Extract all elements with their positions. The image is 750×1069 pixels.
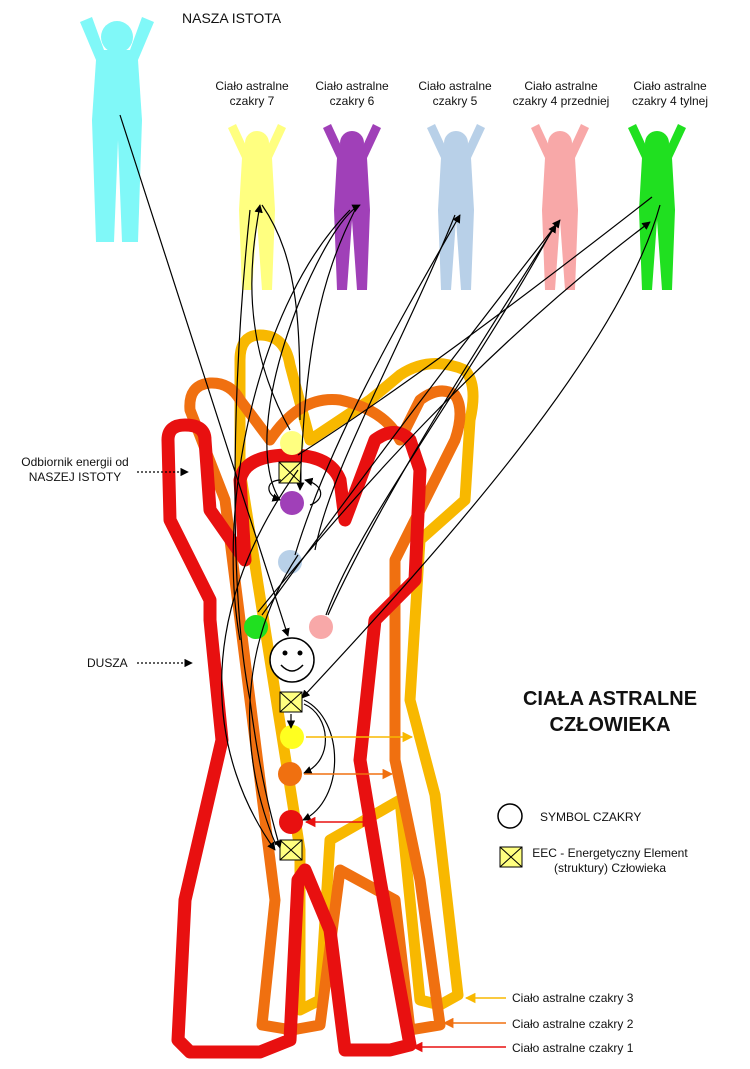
energy-connection-arrows [119,114,661,851]
chakra-2-circle [278,762,302,786]
legend-eec-line1: EEC - Energetyczny Element [532,846,688,860]
figure-chakra-4-back [628,124,686,290]
main-title-line1: CIAŁA ASTRALNE [523,688,697,710]
body-2-label: Ciało astralne czakry 2 [512,1017,634,1031]
body-1-label: Ciało astralne czakry 1 [512,1041,634,1055]
receiver-label-line1: Odbiornik energii od [21,455,128,469]
caption-chakra-7-line1: Ciało astralne [215,79,289,93]
caption-chakra-6-line2: czakry 6 [330,94,375,108]
chakra-6-circle [280,491,304,515]
legend-chakra-symbol-label: SYMBOL CZAKRY [540,810,641,824]
chakra-3-circle [280,725,304,749]
eec-box-top-icon [278,461,302,484]
astral-body-chakra-1-outline [161,418,427,1059]
receiver-label-line2: NASZEJ ISTOTY [29,470,121,484]
caption-chakra-5-line2: czakry 5 [433,94,478,108]
astral-body-chakra-2-outline [184,377,466,1036]
legend-eec-icon [499,846,523,868]
caption-chakra-6-line1: Ciało astralne [315,79,389,93]
chakra-4-front-circle [309,615,333,639]
our-being-figure [80,17,154,242]
caption-chakra-4-back-line1: Ciało astralne [633,79,707,93]
figure-chakra-4-front [531,124,589,290]
caption-chakra-4-front-line1: Ciało astralne [524,79,598,93]
soul-smiley-icon [269,637,315,683]
eec-box-bottom-icon [279,839,303,861]
main-title-line2: CZŁOWIEKA [549,714,670,736]
chakra-1-circle [279,810,303,834]
caption-chakra-4-back-line2: czakry 4 tylnej [632,94,708,108]
chakra-5-circle [278,550,302,574]
caption-chakra-5-line1: Ciało astralne [418,79,492,93]
legend-eec-line2: (struktury) Człowieka [554,861,666,875]
legend-chakra-symbol-icon [497,803,523,829]
chakra-7-circle [280,431,304,455]
figure-chakra-7 [228,124,286,290]
figure-chakra-5 [427,124,485,290]
eec-box-middle-icon [279,691,303,713]
chakra-4-back-circle [244,615,268,639]
our-being-label: NASZA ISTOTA [182,10,282,26]
body-3-label: Ciało astralne czakry 3 [512,991,634,1005]
caption-chakra-7-line2: czakry 7 [230,94,275,108]
caption-chakra-4-front-line2: czakry 4 przedniej [513,94,610,108]
soul-label: DUSZA [87,656,128,670]
